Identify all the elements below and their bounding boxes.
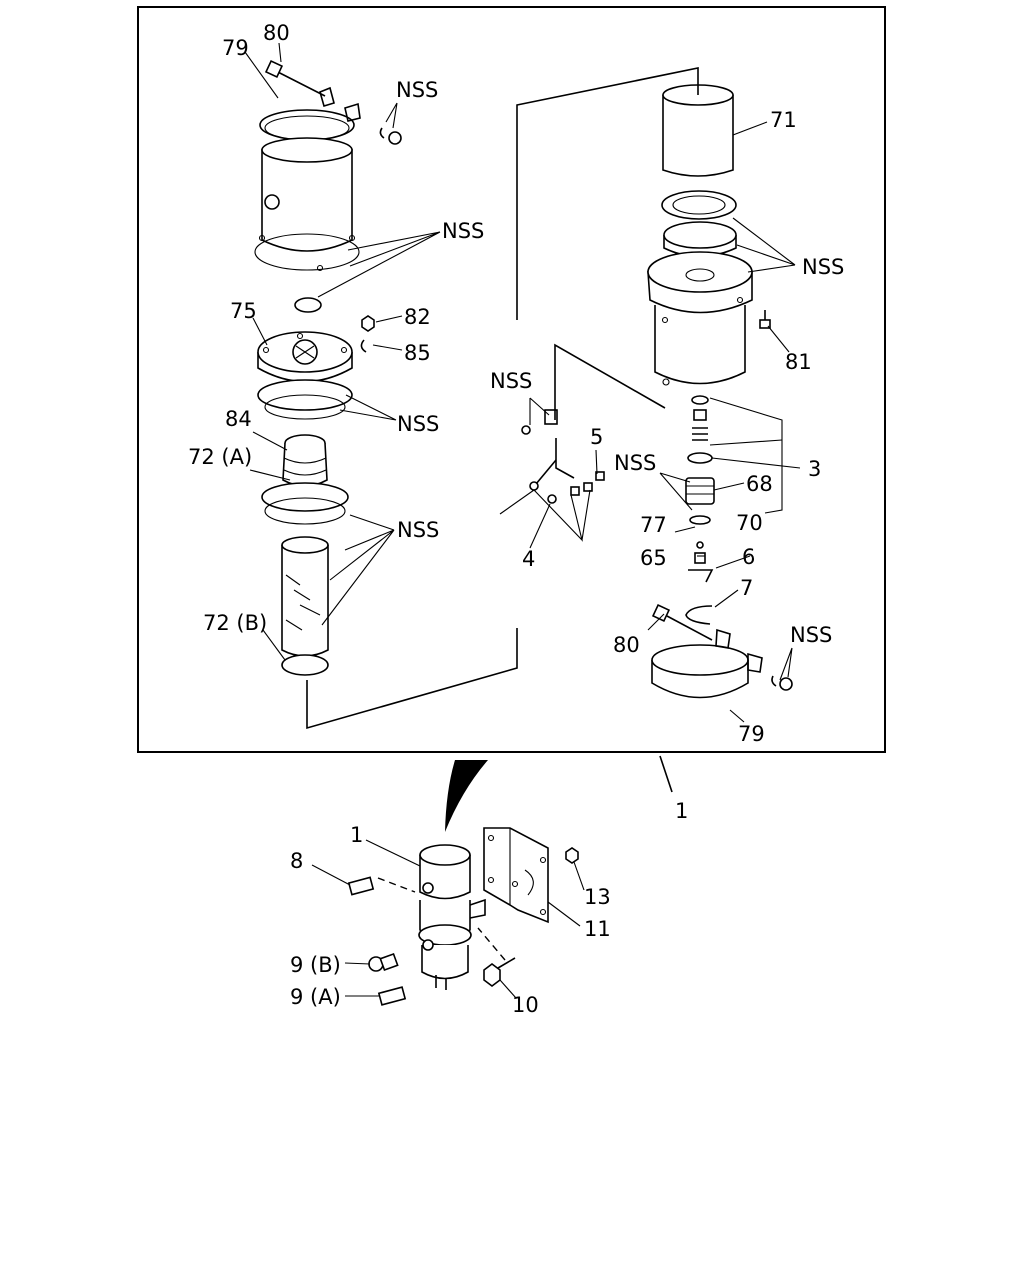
filter-tube-part xyxy=(281,536,329,676)
label-71: 71 xyxy=(770,108,797,132)
label-82: 82 xyxy=(404,305,431,329)
bolt-10-part xyxy=(477,927,516,987)
band-nut-part xyxy=(771,675,793,691)
label-nss-right: NSS xyxy=(802,255,844,279)
label-70: 70 xyxy=(736,511,763,535)
label-1-unit: 1 xyxy=(350,823,363,847)
label-nss-top: NSS xyxy=(396,78,438,102)
label-77: 77 xyxy=(640,513,667,537)
fitting-9b-part xyxy=(368,952,399,972)
washer-85-part xyxy=(360,339,367,353)
detail-pointer xyxy=(445,760,488,832)
bolt-81-part xyxy=(759,310,771,329)
label-72a: 72 (A) xyxy=(188,445,252,469)
label-79-top: 79 xyxy=(222,36,249,60)
label-3: 3 xyxy=(808,457,821,481)
retainer-part xyxy=(663,221,737,258)
label-72b: 72 (B) xyxy=(203,611,267,635)
gasket-small-part xyxy=(294,297,322,313)
label-84: 84 xyxy=(225,407,252,431)
label-9b: 9 (B) xyxy=(290,953,341,977)
label-13: 13 xyxy=(584,885,611,909)
label-9a: 9 (A) xyxy=(290,985,341,1009)
boot-84-part xyxy=(282,434,328,487)
upper-seal-part xyxy=(661,190,737,220)
bracket-wire-part xyxy=(521,409,605,504)
label-79-bottom: 79 xyxy=(738,722,765,746)
label-8: 8 xyxy=(290,849,303,873)
nut-13-part xyxy=(565,847,579,864)
label-10: 10 xyxy=(512,993,539,1017)
valve-stack-part xyxy=(685,395,715,583)
fitting-9a-part xyxy=(377,986,407,1006)
label-4: 4 xyxy=(522,547,535,571)
phantom-line-lower xyxy=(306,628,518,730)
phantom-line-middle xyxy=(554,343,666,420)
snap-ring-part xyxy=(685,605,713,625)
label-6: 6 xyxy=(742,545,755,569)
cover-seals-part xyxy=(257,379,353,420)
lower-band-clamp-part xyxy=(651,628,763,699)
lower-housing-part xyxy=(647,251,753,386)
leader-lines xyxy=(244,42,801,999)
seal-ring-part xyxy=(261,482,349,525)
label-nss-band: NSS xyxy=(790,623,832,647)
dryer-unit-part xyxy=(418,844,486,990)
label-80-bottom: 80 xyxy=(613,633,640,657)
label-nss-bracket: NSS xyxy=(490,369,532,393)
nut-82-part xyxy=(361,315,375,332)
top-nut-washer-part xyxy=(379,127,402,145)
mounting-bracket-11-part xyxy=(483,827,549,924)
upper-housing-part xyxy=(254,137,360,272)
detail-frame xyxy=(137,6,886,753)
label-5: 5 xyxy=(590,425,603,449)
label-81: 81 xyxy=(785,350,812,374)
phantom-line-upper xyxy=(516,67,699,320)
label-7: 7 xyxy=(740,576,753,600)
label-80-top: 80 xyxy=(263,21,290,45)
fitting-8-part xyxy=(347,876,416,896)
label-75: 75 xyxy=(230,299,257,323)
label-nss-housing: NSS xyxy=(442,219,484,243)
label-65: 65 xyxy=(640,546,667,570)
label-68: 68 xyxy=(746,472,773,496)
upper-band-clamp-part xyxy=(259,59,361,141)
label-nss-cover: NSS xyxy=(397,412,439,436)
cartridge-71-part xyxy=(662,84,734,177)
label-nss-tube: NSS xyxy=(397,518,439,542)
label-1-assembly: 1 xyxy=(675,799,688,823)
label-11: 11 xyxy=(584,917,611,941)
bolt-80-lower-part xyxy=(651,603,713,641)
cover-75-part xyxy=(257,331,353,383)
label-85: 85 xyxy=(404,341,431,365)
label-nss-valve: NSS xyxy=(614,451,656,475)
